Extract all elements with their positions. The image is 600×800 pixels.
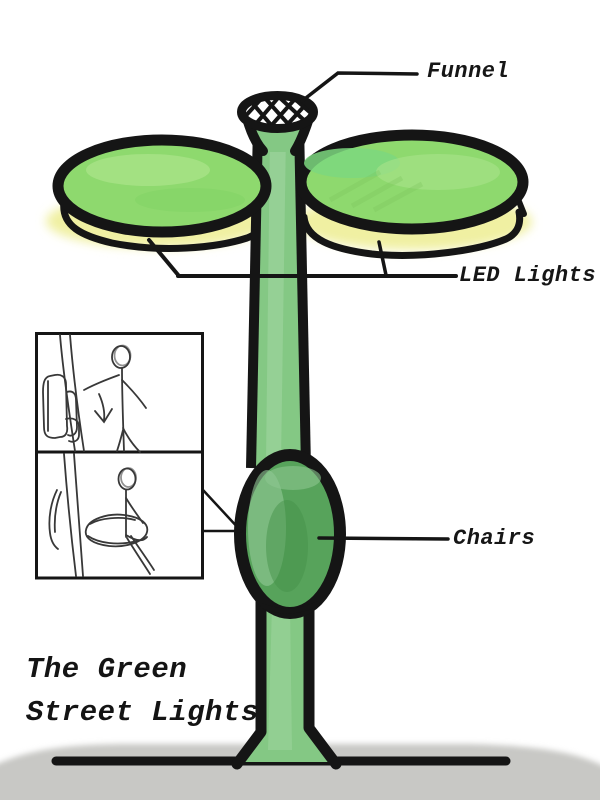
sketch2-pole2	[73, 453, 84, 577]
leader-lines	[147, 71, 458, 541]
disc-right-stripes	[328, 169, 424, 213]
led-leader-left	[147, 238, 181, 278]
sketch2-seat-ring2	[89, 517, 136, 525]
led-lights-label: LED Lights	[459, 263, 597, 288]
led-disc-left	[52, 134, 272, 238]
inset-leader-diagonal	[201, 488, 243, 533]
sketch1-arm-down	[121, 379, 147, 409]
page-title: The Green Street Lights	[26, 648, 259, 734]
sketch1-head2	[113, 344, 132, 367]
instruction-inset	[35, 332, 204, 580]
bulge-dark-core	[266, 500, 308, 592]
chairs-label: Chairs	[453, 526, 536, 551]
sketch2-left-flap	[48, 489, 59, 550]
disc-right-bright-patch	[304, 148, 400, 178]
chairs-leader	[317, 536, 450, 541]
sketch2-pole	[63, 453, 77, 577]
sketch1-arrow-shaft	[98, 393, 106, 421]
sketch1-leg-left	[116, 429, 124, 452]
sketch2-seat-ring	[84, 513, 149, 548]
led-disc-right	[295, 129, 529, 235]
title-line-2: Street Lights	[26, 696, 259, 729]
sketch1-body	[121, 367, 125, 452]
funnel-label: Funnel	[427, 59, 510, 84]
lower-pole	[231, 595, 342, 770]
sketch1-folded-chair-lobe	[66, 390, 78, 437]
sketch2-head2	[120, 467, 137, 488]
upper-pole-highlight	[266, 132, 286, 462]
sketch2-seat-ring3	[87, 535, 138, 545]
sketch1-arm-reaching	[83, 374, 120, 391]
lower-pole-highlight	[268, 605, 292, 750]
sketch1-pole2	[69, 334, 85, 452]
sketch2-thigh	[125, 534, 148, 542]
sketch1-folded-chair	[42, 373, 69, 439]
title-line-1: The Green	[26, 653, 188, 686]
bulge-top-highlight	[265, 466, 321, 490]
sketch-panel-sit	[48, 453, 155, 577]
disc-left	[52, 134, 272, 238]
funnel	[237, 91, 318, 156]
disc-left-sheen	[135, 188, 245, 212]
chair-bulge	[234, 449, 346, 619]
inset-box	[35, 332, 204, 580]
sketch2-leg-right	[130, 535, 155, 571]
bulge-under-shadow	[260, 601, 320, 614]
sketch2-left-flap2	[53, 491, 62, 533]
sketch1-leg-right	[122, 427, 141, 453]
disc-left-highlight	[86, 154, 210, 186]
rim-right	[300, 208, 524, 259]
sketch2-leg-left	[126, 537, 151, 575]
sketch1-arrow-head	[94, 408, 113, 424]
funnel-leader	[300, 71, 419, 103]
lower-pole-right-edge	[303, 595, 342, 770]
sketch1-chair-latch	[65, 417, 80, 443]
led-leader-right	[377, 240, 388, 277]
disc-right-highlight	[376, 154, 500, 190]
lower-pole-left-edge	[231, 595, 267, 770]
sketch-panel-unfold	[42, 334, 147, 453]
